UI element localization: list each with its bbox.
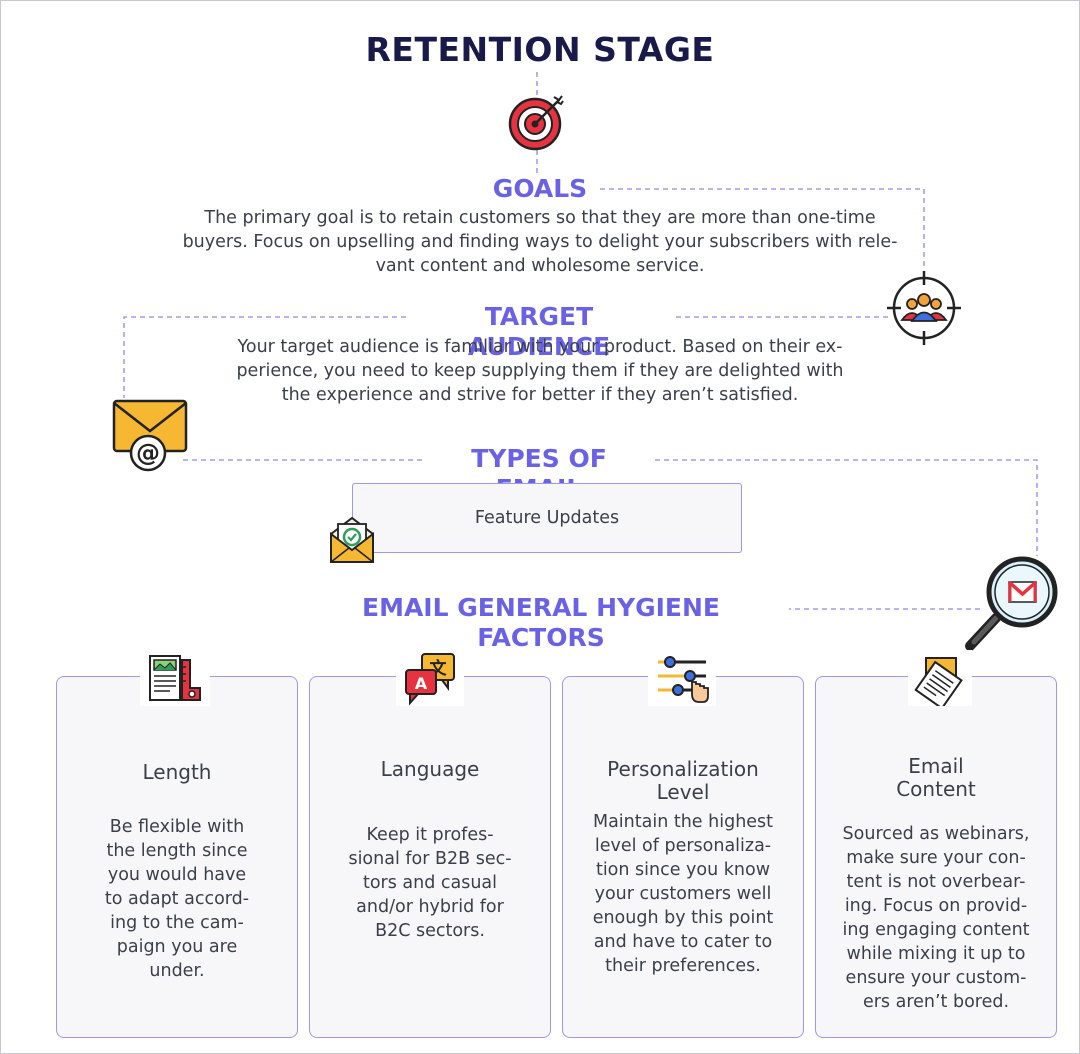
goals-heading: GOALS	[480, 174, 600, 204]
email-type-label: Feature Updates	[474, 508, 620, 528]
ruler-document-icon	[140, 650, 210, 706]
card-line: sional for B2B sec-	[348, 849, 512, 869]
translate-icon: 文 A	[396, 650, 464, 706]
card-line: Be flexible with	[109, 817, 245, 837]
card-title-line: Level	[656, 780, 710, 804]
card-line: you would have	[107, 865, 247, 885]
card-line: Keep it profes-	[366, 825, 494, 845]
card-title: Length	[57, 761, 297, 784]
card-title: Language	[310, 758, 550, 781]
audience-line: the experience and strive for better if …	[281, 385, 799, 405]
card-title: Personalization Level	[563, 758, 803, 804]
audience-line: Your target audience is familiar with yo…	[237, 337, 843, 357]
hygiene-heading: EMAIL GENERAL HYGIENE FACTORS	[293, 593, 789, 653]
card-title-line: Email	[908, 754, 964, 778]
card-line: tors and casual	[362, 873, 498, 893]
card-text: Sourced as webinars, make sure your con-…	[824, 822, 1048, 1014]
card-line: enough by this point	[592, 908, 774, 928]
goals-text: The primary goal is to retain customers …	[100, 206, 980, 278]
card-line: paign you are	[116, 937, 238, 957]
card-title-line: Personalization	[607, 757, 759, 781]
audience-target-icon	[887, 271, 961, 345]
email-type-item: Feature Updates	[352, 483, 742, 553]
audience-text: Your target audience is familiar with yo…	[150, 335, 930, 407]
card-line: the length since	[106, 841, 248, 861]
card-line: ensure your custom-	[845, 968, 1027, 988]
sliders-icon	[648, 650, 716, 706]
card-line: your customers well	[594, 884, 772, 904]
card-text: Be flexible with the length since you wo…	[65, 815, 289, 983]
card-line: to adapt accord-	[104, 889, 250, 909]
card-line: tion since you know	[595, 860, 771, 880]
card-line: ing to the cam-	[110, 913, 244, 933]
card-line: and/or hybrid for	[356, 897, 504, 917]
hygiene-card-email-content: Email Content Sourced as webinars, make …	[815, 676, 1057, 1038]
audience-line: perience, you need to keep supplying the…	[236, 361, 844, 381]
card-line: ing engaging content	[842, 920, 1030, 940]
envelope-check-icon	[330, 516, 374, 563]
card-title-line: Length	[142, 760, 212, 784]
card-title: Email Content	[816, 755, 1056, 801]
card-text: Keep it profes- sional for B2B sec- tors…	[318, 823, 542, 943]
card-text: Maintain the highest level of personaliz…	[571, 810, 795, 978]
gmail-magnifier-icon	[965, 556, 1058, 651]
card-line: B2C sectors.	[375, 921, 485, 941]
hygiene-card-length: Length Be flexible with the length since…	[56, 676, 298, 1038]
hygiene-card-personalization: Personalization Level Maintain the highe…	[562, 676, 804, 1038]
card-line: their preferences.	[605, 956, 761, 976]
card-line: Maintain the highest	[592, 812, 774, 832]
svg-text:@: @	[136, 439, 160, 467]
target-icon	[508, 95, 564, 151]
card-title-line: Content	[896, 777, 976, 801]
card-line: ers aren’t bored.	[862, 992, 1010, 1012]
hygiene-card-language: Language Keep it profes- sional for B2B …	[309, 676, 551, 1038]
email-at-icon: @	[112, 399, 188, 472]
svg-text:A: A	[415, 674, 428, 693]
goals-line: buyers. Focus on upselling and finding w…	[182, 232, 898, 252]
card-line: under.	[149, 961, 205, 981]
card-title-line: Language	[380, 757, 480, 781]
goals-line: The primary goal is to retain customers …	[204, 208, 876, 228]
card-line: while mixing it up to	[846, 944, 1026, 964]
documents-icon	[908, 650, 972, 706]
card-line: ing. Focus on provid-	[844, 896, 1028, 916]
card-line: and have to cater to	[593, 932, 773, 952]
card-line: Sourced as webinars,	[842, 824, 1030, 844]
card-line: level of personaliza-	[594, 836, 772, 856]
card-line: tent is not overbear-	[846, 872, 1026, 892]
page-title: RETENTION STAGE	[365, 30, 715, 69]
audience-heading: TARGET AUDIENCE	[406, 302, 672, 362]
goals-line: vant content and wholesome service.	[375, 256, 705, 276]
card-line: make sure your con-	[846, 848, 1026, 868]
